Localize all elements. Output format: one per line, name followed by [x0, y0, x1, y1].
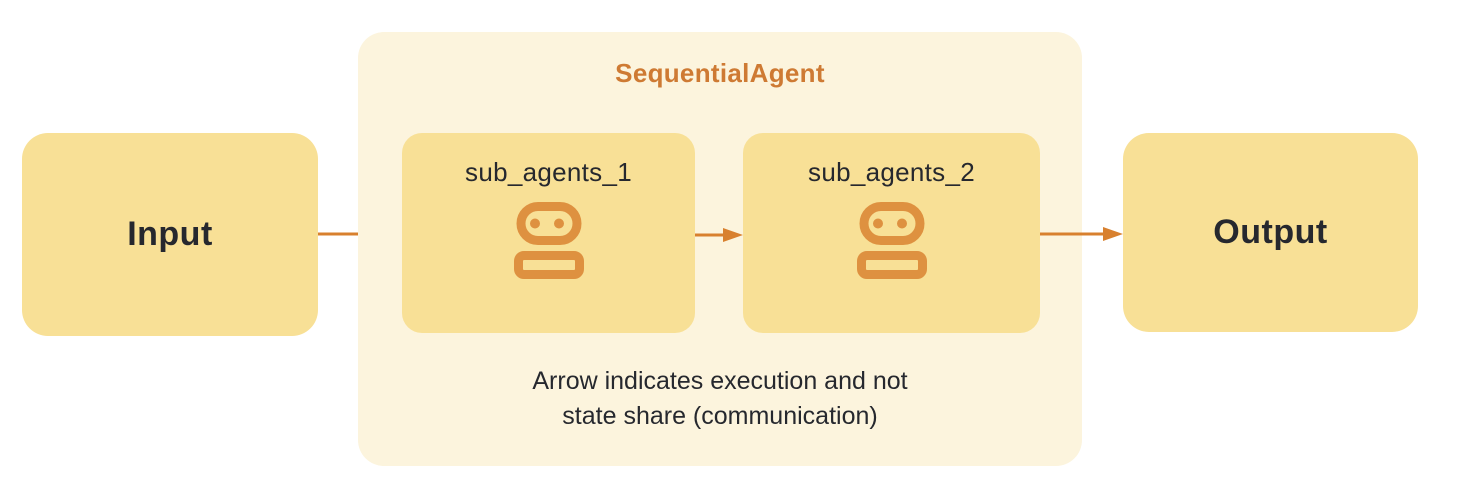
- input-node: Input: [22, 133, 318, 336]
- container-title: SequentialAgent: [615, 58, 825, 88]
- sub-agent-1-label: sub_agents_1: [465, 157, 632, 187]
- sub-agent-2-label: sub_agents_2: [808, 157, 975, 187]
- arrow-sub2-to-output: [1040, 224, 1123, 244]
- robot-icon: [856, 202, 927, 285]
- output-node: Output: [1123, 133, 1418, 332]
- execution-note-line-2: state share (communication): [562, 402, 878, 430]
- sub-agent-2-node: sub_agents_2: [743, 133, 1040, 333]
- arrow-right-icon: [695, 228, 743, 242]
- robot-icon: [513, 202, 584, 285]
- arrow-sub1-to-sub2: [695, 225, 743, 245]
- sequential-agent-container: SequentialAgent sub_agents_1 sub_agents_…: [358, 32, 1082, 466]
- output-node-label: Output: [1213, 213, 1328, 251]
- sub-agent-1-node: sub_agents_1: [402, 133, 695, 333]
- input-node-label: Input: [127, 215, 213, 253]
- arrow-right-icon: [1040, 227, 1123, 241]
- execution-note: Arrow indicates execution and not state …: [358, 364, 1082, 434]
- execution-note-line-1: Arrow indicates execution and not: [532, 367, 908, 395]
